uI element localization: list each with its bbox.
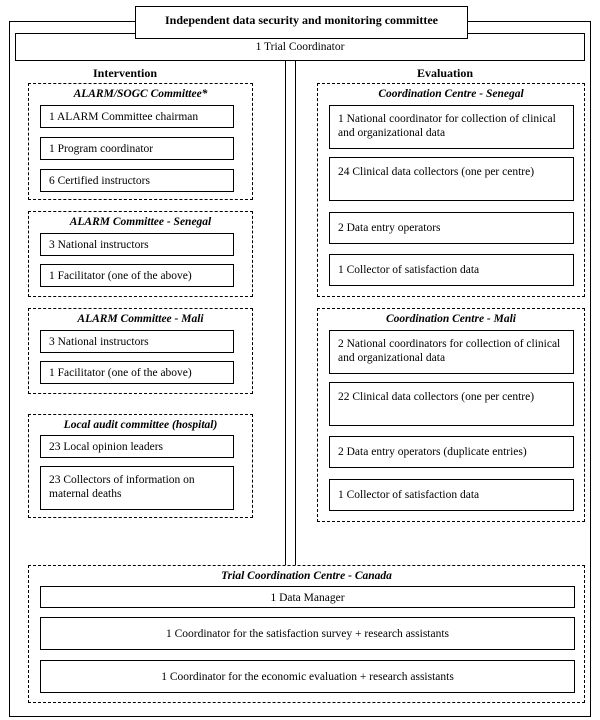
alarm-sogc-group: ALARM/SOGC Committee* 1 ALARM Committee … bbox=[28, 83, 253, 200]
intervention-heading: Intervention bbox=[93, 66, 157, 80]
alarm-sogc-item: 1 ALARM Committee chairman bbox=[40, 105, 234, 128]
mali-centre-item: 2 Data entry operators (duplicate entrie… bbox=[329, 436, 574, 468]
senegal-centre-item: 2 Data entry operators bbox=[329, 212, 574, 244]
mali-centre-title: Coordination Centre - Mali bbox=[385, 313, 517, 325]
alarm-senegal-item: 3 National instructors bbox=[40, 233, 234, 256]
senegal-centre-item: 24 Clinical data collectors (one per cen… bbox=[329, 157, 574, 201]
senegal-centre-item: 1 National coordinator for collection of… bbox=[329, 105, 574, 149]
mali-centre-item: 2 National coordinators for collection o… bbox=[329, 330, 574, 374]
senegal-centre-group: Coordination Centre - Senegal 1 National… bbox=[317, 83, 585, 297]
mali-centre-item: 1 Collector of satisfaction data bbox=[329, 479, 574, 511]
alarm-mali-group: ALARM Committee - Mali 3 National instru… bbox=[28, 308, 253, 394]
trial-coordinator-label: 1 Trial Coordinator bbox=[255, 41, 345, 53]
canada-centre-group: Trial Coordination Centre - Canada 1 Dat… bbox=[28, 565, 585, 703]
canada-centre-title: Trial Coordination Centre - Canada bbox=[221, 570, 392, 582]
monitoring-committee-box: Independent data security and monitoring… bbox=[135, 6, 468, 39]
mali-centre-item: 22 Clinical data collectors (one per cen… bbox=[329, 382, 574, 426]
monitoring-committee-title: Independent data security and monitoring… bbox=[165, 13, 438, 27]
alarm-senegal-item: 1 Facilitator (one of the above) bbox=[40, 264, 234, 287]
local-audit-group: Local audit committee (hospital) 23 Loca… bbox=[28, 414, 253, 518]
alarm-sogc-item: 1 Program coordinator bbox=[40, 137, 234, 160]
center-divider-left bbox=[285, 61, 286, 567]
alarm-mali-item: 3 National instructors bbox=[40, 330, 234, 353]
senegal-centre-title: Coordination Centre - Senegal bbox=[378, 88, 524, 100]
alarm-mali-item: 1 Facilitator (one of the above) bbox=[40, 361, 234, 384]
mali-centre-group: Coordination Centre - Mali 2 National co… bbox=[317, 308, 585, 522]
local-audit-item: 23 Local opinion leaders bbox=[40, 435, 234, 458]
center-divider-right bbox=[295, 61, 296, 567]
senegal-centre-item: 1 Collector of satisfaction data bbox=[329, 254, 574, 286]
local-audit-item: 23 Collectors of information on maternal… bbox=[40, 466, 234, 510]
canada-centre-item: 1 Coordinator for the satisfaction surve… bbox=[40, 617, 575, 650]
canada-centre-item: 1 Data Manager bbox=[40, 586, 575, 608]
canada-centre-item: 1 Coordinator for the economic evaluatio… bbox=[40, 660, 575, 693]
alarm-sogc-item: 6 Certified instructors bbox=[40, 169, 234, 192]
alarm-sogc-title: ALARM/SOGC Committee* bbox=[73, 88, 208, 100]
alarm-senegal-group: ALARM Committee - Senegal 3 National ins… bbox=[28, 211, 253, 297]
evaluation-heading: Evaluation bbox=[416, 66, 473, 80]
alarm-senegal-title: ALARM Committee - Senegal bbox=[69, 216, 212, 228]
alarm-mali-title: ALARM Committee - Mali bbox=[77, 313, 204, 325]
local-audit-title: Local audit committee (hospital) bbox=[63, 419, 218, 431]
